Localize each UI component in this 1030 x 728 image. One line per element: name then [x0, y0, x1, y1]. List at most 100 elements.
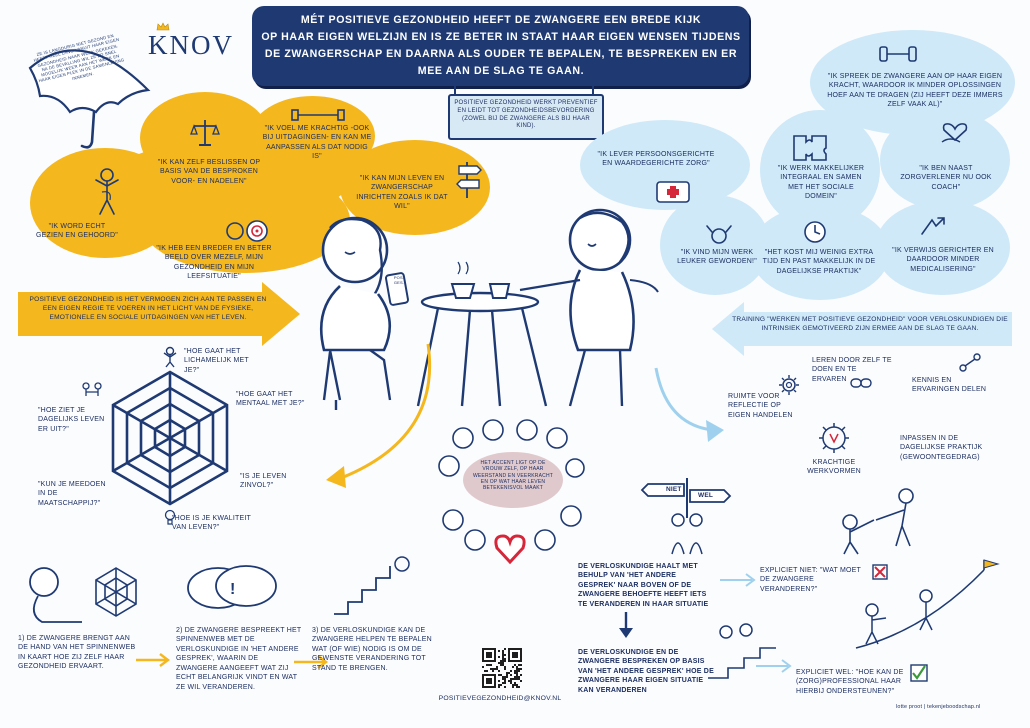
training-inpassen: Inpassen in de dagelijkse praktijk (gewo… [900, 435, 983, 461]
training-arrow-head [712, 302, 744, 356]
quote-beter-beeld: "Ik heb een breder en beter beeld over m… [156, 245, 272, 281]
stairs-people-drawing [708, 623, 776, 679]
quote-leuker: "Ik vind mijn werk leuker geworden!" [677, 249, 757, 266]
quote-verwijs: "Ik verwijs gerichter en daardoor minder… [892, 247, 994, 273]
share-icon [959, 353, 981, 372]
spider-mentaal: "Hoe gaat het mentaal met je?" [236, 391, 305, 408]
training-leren: Leren door zelf te doen en te ervaren [812, 357, 892, 383]
climbing-people-drawing [855, 559, 1000, 649]
gear-icon [779, 375, 799, 395]
explicit-not: Expliciet niet: "Wat moet de zwangere ve… [760, 567, 861, 593]
center-note: Het accent ligt op de vrouw zelf, op haa… [472, 460, 554, 491]
knov-logo: KNOV [148, 22, 243, 62]
center-note-bubble [463, 452, 563, 508]
spider-zinvol: "Is je leven zinvol?" [240, 473, 287, 490]
explicit-yes: Expliciet wel: "Hoe kan de (zorg)profess… [796, 669, 904, 695]
training-text: Training "werken met positieve gezondhei… [732, 316, 1008, 332]
spider-dagelijks: "Hoe ziet je dagelijks leven er uit?" [38, 407, 105, 433]
group-faces-drawing [438, 419, 585, 565]
quote-integraal: "Ik werk makkelijker integraal en samen … [777, 165, 865, 201]
green-check-checkbox-icon [910, 664, 928, 682]
step-arrow-2 [294, 655, 328, 669]
heart-hand-icon [941, 123, 968, 143]
step2-text: 2) De zwangere bespreekt het spinnenweb … [176, 627, 302, 691]
pulling-people-drawing [842, 488, 914, 555]
blue-cloud-4 [880, 110, 1010, 210]
signpost-niet: Niet [666, 486, 682, 493]
prevention-sign: Positieve gezondheid werkt preventief en… [448, 94, 604, 140]
spider-person-icon-1 [163, 346, 177, 368]
blue-curved-arrow [654, 367, 724, 442]
step3-stairs-icon [334, 556, 410, 615]
right-text-2: De verloskundige en de zwangere bespreke… [578, 649, 714, 694]
quote-zelf-beslissen: "Ik kan zelf beslissen op basis van de b… [157, 159, 261, 185]
spiderweb-chart [111, 370, 229, 506]
quote-coach: "Ik ben naast zorgverlener nu ook coach" [900, 165, 992, 191]
dumbbell-icon [291, 109, 345, 121]
spider-bulb-icon [164, 509, 176, 525]
quote-persoonsgericht: "Ik lever persoonsgerichte en waardegeri… [597, 151, 715, 168]
arrows-icon [921, 217, 945, 235]
training-arrow [740, 312, 1012, 346]
yellow-cloud-6 [110, 140, 350, 220]
logo-text: KNOV [148, 30, 234, 60]
chain-icon [850, 378, 872, 388]
title-line-3: de zwangerschap en daarna als ouder te b… [264, 48, 738, 60]
credit: Lotte Proot | tekenjeboodschap.nl [896, 704, 981, 710]
training-werkvormen: Krachtige werkvormen [807, 459, 861, 476]
dumbbell-blue-icon [879, 46, 917, 62]
strong-woman-icon [95, 168, 119, 215]
niet-wel-signpost [640, 478, 732, 555]
spider-meedoen: "Kun je meedoen in de maatschappij?" [38, 481, 106, 507]
step-arrow-1 [136, 653, 170, 667]
clock-icon [804, 221, 826, 243]
definition-text: Positieve gezondheid is het vermogen zic… [29, 296, 267, 321]
quote-gezien: "Ik word echt gezien en gehoord" [36, 223, 118, 240]
right-text-1: De verloskundige haalt met behulp van 'h… [578, 563, 709, 608]
signpost-wel: Wel [698, 492, 714, 499]
qr-code [482, 648, 522, 688]
quote-spreek-aan: "Ik spreek de zwangere aan op haar eigen… [827, 73, 1003, 109]
first-aid-icon [656, 181, 690, 203]
quote-leven-inrichten: "Ik kan mijn leven en zwangerschap inric… [356, 175, 448, 211]
svg-text:!: ! [230, 581, 235, 598]
down-arrow [619, 612, 633, 638]
blue-cloud-6 [750, 205, 890, 300]
spider-kwaliteit: "Hoe is je kwaliteit van leven?" [172, 515, 251, 532]
yellow-curved-arrow [326, 343, 432, 488]
step1-drawing [29, 567, 137, 623]
light-arrow-1 [720, 573, 756, 587]
mirror-target-icon [226, 220, 268, 242]
quote-extra-tijd: "Het kost mij weinig extra tijd en past … [762, 249, 876, 275]
light-arrow-2 [756, 659, 792, 673]
signpost-small-icon [456, 162, 482, 198]
sign-text: Positieve gezondheid werkt preventief en… [454, 100, 598, 130]
training-kennis: Kennis en ervaringen delen [912, 377, 987, 394]
title-banner: Mét positieve gezondheid heeft de zwange… [252, 6, 749, 86]
title-line-1: Mét positieve gezondheid heeft de zwange… [300, 14, 702, 26]
crown-icon [156, 22, 170, 31]
definition-arrow-head [262, 282, 300, 346]
contact-email[interactable]: positievegezondheid@knov.nl [438, 695, 562, 702]
training-ruimte: Ruimte voor reflectie op eigen handelen [728, 393, 793, 419]
blue-cloud-7 [875, 200, 1010, 295]
spider-person-icon-2 [82, 382, 102, 396]
title-line-4: mee aan de slag te gaan. [417, 65, 585, 77]
puzzle-icon [793, 135, 827, 161]
umbrella-icon [28, 49, 151, 149]
title-text: Mét positieve gezondheid heeft de zwange… [260, 12, 742, 80]
definition-arrow [18, 292, 266, 336]
step2-speech-bubbles-icon: ! [187, 565, 277, 609]
title-line-2: op haar eigen welzijn en is ze beter in … [261, 31, 741, 43]
quote-krachtig: "Ik voel me krachtig -ook bij uitdaginge… [262, 125, 372, 161]
step1-text: 1) De zwangere brengt aan de hand van he… [18, 635, 136, 671]
women-at-table-drawing [320, 208, 659, 410]
happy-face-icon [706, 225, 732, 244]
red-cross-checkbox-icon [872, 564, 888, 580]
scale-icon [190, 120, 220, 146]
phone-text: Pos. Ges. [393, 275, 405, 285]
lightbulb-gear-icon [819, 423, 849, 453]
spider-lichamelijk: "Hoe gaat het lichamelijk met je?" [184, 348, 249, 374]
step3-text: 3) De verloskundige kan de zwangere help… [312, 627, 432, 672]
